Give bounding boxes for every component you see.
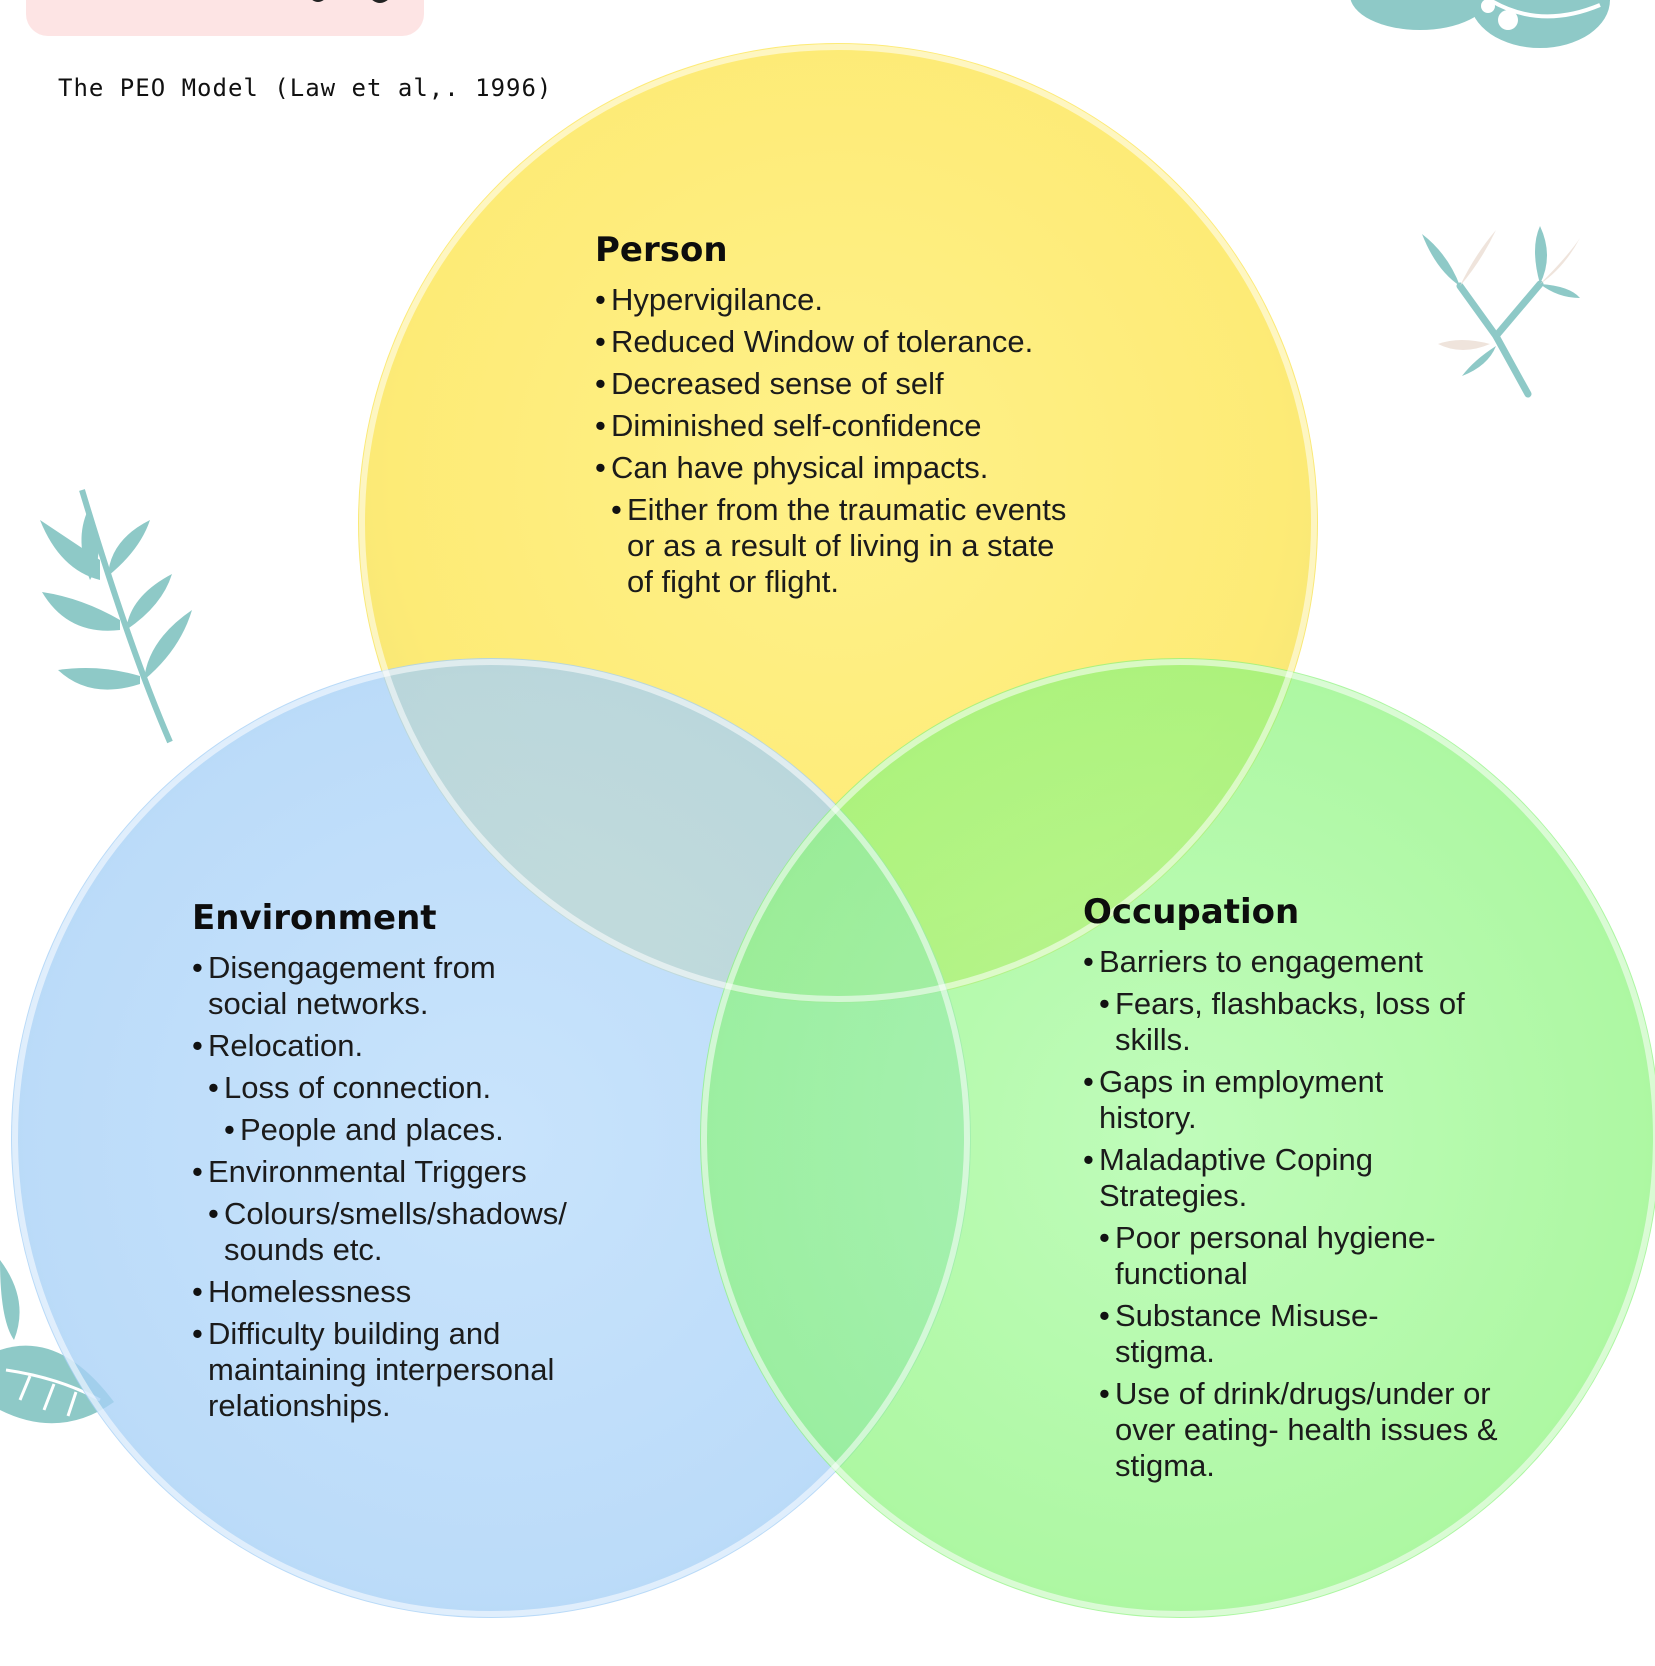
model-citation: The PEO Model (Law et al,. 1996) bbox=[58, 74, 553, 102]
occupation-heading: Occupation bbox=[1083, 892, 1300, 932]
person-heading: Person bbox=[595, 230, 728, 270]
environment-list: Disengagement from social networks. Relo… bbox=[192, 950, 602, 1424]
list-item: Barriers to engagement bbox=[1083, 944, 1513, 980]
list-item: Relocation. bbox=[192, 1028, 602, 1064]
title-glyph-fragment bbox=[310, 0, 430, 6]
list-item: Maladaptive Coping Strategies. bbox=[1083, 1142, 1429, 1214]
leaf-bottom-left-icon bbox=[0, 1260, 114, 1424]
list-item: Diminished self-confidence bbox=[595, 408, 1095, 444]
environment-section: Environment Disengagement from social ne… bbox=[192, 898, 602, 1430]
environment-heading: Environment bbox=[192, 898, 437, 938]
occupation-list: Barriers to engagement Fears, flashbacks… bbox=[1083, 944, 1513, 1484]
list-item: Difficulty building and maintaining inte… bbox=[192, 1316, 598, 1424]
list-item: Can have physical impacts. bbox=[595, 450, 1095, 486]
person-list: Hypervigilance. Reduced Window of tolera… bbox=[595, 282, 1095, 600]
list-item: People and places. bbox=[224, 1112, 602, 1148]
list-item: Loss of connection. bbox=[208, 1070, 602, 1106]
list-item: Disengagement from social networks. bbox=[192, 950, 548, 1022]
list-item: Homelessness bbox=[192, 1274, 602, 1310]
occupation-section: Occupation Barriers to engagement Fears,… bbox=[1083, 892, 1513, 1490]
list-item: Fears, flashbacks, loss of skills. bbox=[1099, 986, 1495, 1058]
list-item: Either from the traumatic events or as a… bbox=[611, 492, 1067, 600]
list-item: Gaps in employment history. bbox=[1083, 1064, 1429, 1136]
list-item: Hypervigilance. bbox=[595, 282, 1095, 318]
list-item: Colours/smells/shadows/ sounds etc. bbox=[208, 1196, 594, 1268]
list-item: Reduced Window of tolerance. bbox=[595, 324, 1095, 360]
leaf-sprig-right-icon bbox=[1422, 226, 1580, 398]
list-item: Substance Misuse- stigma. bbox=[1099, 1298, 1415, 1370]
person-section: Person Hypervigilance. Reduced Window of… bbox=[595, 230, 1095, 606]
list-item: Decreased sense of self bbox=[595, 366, 1095, 402]
leaf-branch-left-icon bbox=[40, 489, 192, 744]
list-item: Environmental Triggers bbox=[192, 1154, 602, 1190]
list-item: Use of drink/drugs/under or over eating-… bbox=[1099, 1376, 1505, 1484]
title-banner bbox=[26, 0, 424, 36]
leaf-top-right-icon bbox=[1350, 0, 1610, 48]
list-item: Poor personal hygiene- functional bbox=[1099, 1220, 1475, 1292]
